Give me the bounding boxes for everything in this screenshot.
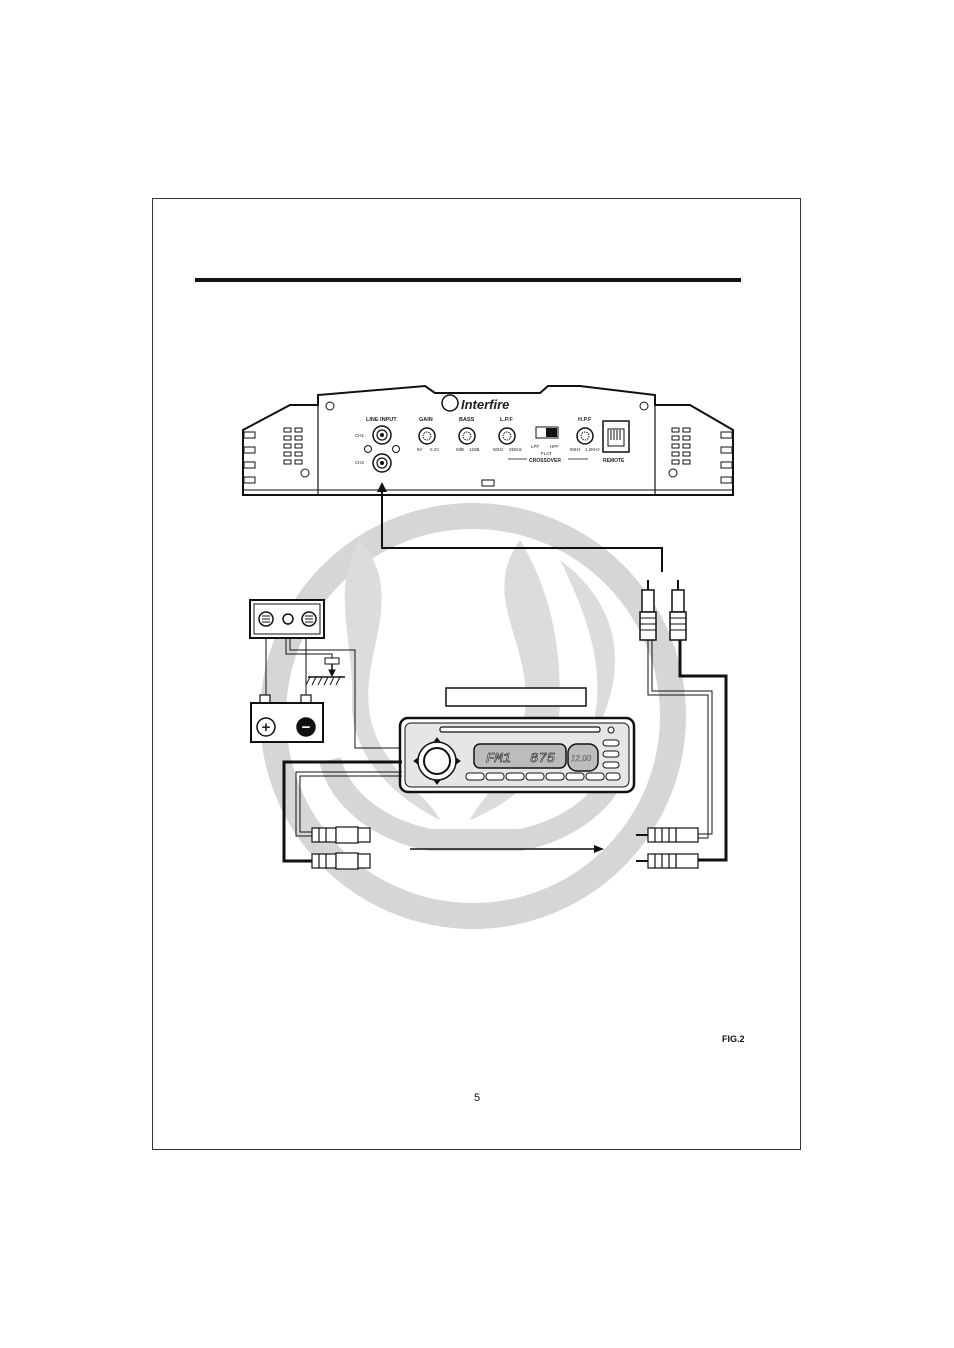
rca-cables-right — [647, 640, 728, 862]
bass-label: BASS — [459, 417, 475, 423]
ch1-label: CH1 — [355, 433, 364, 438]
remote-port[interactable] — [602, 420, 630, 453]
display-band: FM1 — [486, 751, 511, 767]
hpf-max-label: 1.2KHz — [585, 447, 601, 452]
lpf-min-label: 50Hz — [493, 447, 504, 452]
head-unit-label-box — [445, 687, 587, 707]
battery — [250, 694, 324, 743]
header-rule — [195, 278, 741, 282]
rca-cables-left — [282, 760, 402, 863]
brand-name: Interfire — [461, 397, 509, 412]
switch-hpf-label: HPF — [550, 444, 559, 449]
crossover-label: CROSSOVER — [529, 458, 561, 464]
power-led — [481, 479, 495, 487]
head-unit — [398, 716, 636, 794]
crossover-switch[interactable] — [535, 426, 559, 439]
hpf-knob[interactable] — [576, 427, 594, 445]
gain-knob[interactable] — [418, 427, 436, 445]
line-input-label: LINE INPUT — [366, 417, 397, 423]
preset-buttons[interactable] — [465, 772, 621, 781]
gain-max-label: 0.2V — [430, 447, 439, 452]
brand-logo-icon — [441, 394, 459, 412]
bass-knob[interactable] — [458, 427, 476, 445]
lpf-knob[interactable] — [498, 427, 516, 445]
ground-icon — [305, 657, 345, 686]
battery-plus-symbol: + — [262, 719, 271, 736]
battery-plus-icon — [256, 717, 276, 737]
bass-max-label: 12dB — [469, 447, 480, 452]
hpf-min-label: 80Hz — [570, 447, 581, 452]
arrow-right-icon — [594, 845, 604, 853]
ch2-label: CH2 — [355, 460, 364, 465]
amplifier: Interfire LINE INPUT CH1 CH2 GAIN 6V 0.2… — [242, 384, 734, 496]
page-number: 5 — [473, 1092, 481, 1104]
display-frequency: 875 — [530, 751, 556, 767]
rca-plug-pair-bottom-right — [636, 827, 699, 869]
figure-label: FIG.2 — [722, 1034, 745, 1044]
rca-jack-ch1[interactable] — [372, 425, 392, 445]
bass-min-label: 0dB — [456, 447, 464, 452]
rca-plug-pair-top — [639, 580, 687, 641]
power-wires — [265, 638, 402, 749]
battery-minus-symbol: − — [302, 719, 311, 736]
terminal-block — [249, 599, 325, 639]
signal-wire-to-amp — [381, 490, 663, 572]
arrow-up-icon — [377, 482, 387, 492]
switch-flat-label: FLAT — [541, 451, 552, 456]
display-panel — [473, 743, 567, 769]
display-clock: 12.00 — [571, 754, 592, 763]
clock-panel — [567, 743, 599, 772]
cd-slot — [439, 726, 601, 733]
hpf-label: H.P.F — [578, 417, 592, 423]
rca-jack-ch2[interactable] — [372, 453, 392, 473]
volume-knob[interactable] — [423, 747, 451, 775]
gain-label: GAIN — [419, 417, 433, 423]
lpf-max-label: 250Hz — [509, 447, 523, 452]
switch-lpf-label: LPF — [531, 444, 540, 449]
gain-min-label: 6V — [417, 447, 423, 452]
rca-plug-pair-bottom-left — [311, 826, 371, 870]
remote-label: REMOTE — [603, 458, 625, 464]
page-border — [152, 198, 801, 1150]
battery-minus-icon — [296, 717, 316, 737]
lpf-label: L.P.F — [500, 417, 513, 423]
